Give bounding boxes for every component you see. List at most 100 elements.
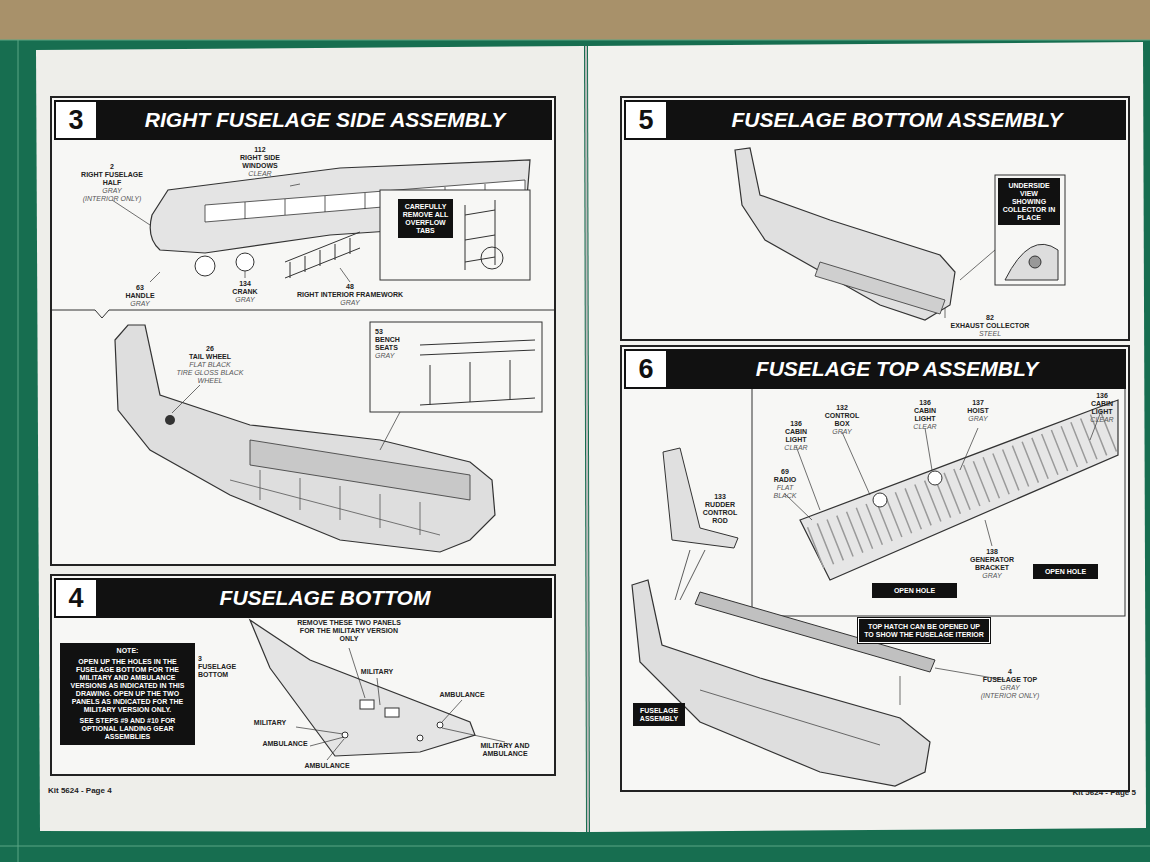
step-header: 5FUSELAGE BOTTOM ASSEMBLY — [624, 100, 1126, 140]
left-page — [36, 46, 586, 832]
callout-number: 136 — [903, 399, 948, 407]
callout-number: 53 — [375, 328, 415, 336]
underside-view — [1005, 244, 1058, 280]
note-text: OPEN HOLE — [1037, 568, 1094, 576]
paint-color: CLEAR — [903, 423, 948, 431]
part-callout: 63HANDLEGRAY — [115, 284, 165, 308]
part-callout: 136CABIN LIGHTCLEAR — [1082, 392, 1122, 424]
callout-number: 137 — [958, 399, 998, 407]
part-name: EXHAUST COLLECTOR — [945, 322, 1035, 330]
panel-hole — [360, 700, 374, 709]
note-text: OPEN HOLE — [876, 587, 953, 595]
paint-color: (INTERIOR ONLY) — [77, 195, 147, 203]
part-callout: REMOVE THESE TWO PANELS FOR THE MILITARY… — [294, 619, 404, 643]
paint-color: TIRE GLOSS BLACK — [175, 369, 245, 377]
paint-color: GRAY — [817, 428, 867, 436]
part-callout: 26TAIL WHEELFLAT BLACKTIRE GLOSS BLACKWH… — [175, 345, 245, 385]
note-text: OPEN UP THE HOLES IN THE FUSELAGE BOTTOM… — [64, 658, 191, 714]
note-text: UNDERSIDE VIEW SHOWING COLLECTOR IN PLAC… — [1002, 182, 1056, 222]
callout-number: 82 — [945, 314, 1035, 322]
paint-color: CLEAR — [776, 444, 816, 452]
callout-number: 133 — [698, 493, 743, 501]
right-page — [588, 42, 1146, 832]
part-name: CABIN LIGHT — [1082, 400, 1122, 416]
panel-ground — [620, 345, 1130, 792]
step-number: 4 — [54, 578, 98, 618]
step-panel: 5FUSELAGE BOTTOM ASSEMBLY UNDERSIDE VIEW … — [620, 96, 1130, 341]
interior-framework — [285, 232, 360, 278]
tail-detail — [663, 448, 738, 548]
callout-number: MILITARY — [347, 668, 407, 676]
paint-color: CLEAR — [1082, 416, 1122, 424]
note-box: NOTE:OPEN UP THE HOLES IN THE FUSELAGE B… — [60, 643, 195, 745]
leader-line — [700, 668, 1005, 745]
desk — [0, 0, 1150, 40]
part-name: CRANK — [225, 288, 265, 296]
window-row — [230, 470, 440, 535]
interior — [250, 440, 470, 500]
step-title: FUSELAGE BOTTOM ASSEMBLY — [668, 100, 1126, 140]
part-callout: 136CABIN LIGHTCLEAR — [776, 420, 816, 452]
part-name: CABIN LIGHT — [776, 428, 816, 444]
inset-frame — [465, 200, 495, 270]
paint-color: FLAT BLACK — [767, 484, 803, 500]
part-name: RIGHT SIDE WINDOWS — [230, 154, 290, 170]
callout-number: AMBULANCE — [432, 691, 492, 699]
part-name: TAIL WHEEL — [175, 353, 245, 361]
step-header: 4FUSELAGE BOTTOM — [54, 578, 552, 618]
paint-color: (INTERIOR ONLY) — [975, 692, 1045, 700]
paint-color: GRAY — [77, 187, 147, 195]
part-name: RIGHT INTERIOR FRAMEWORK — [290, 291, 410, 299]
detail-inset — [380, 190, 530, 280]
ribs — [815, 428, 1116, 548]
part-callout: 133RUDDER CONTROL ROD — [698, 493, 743, 525]
callout-number: 4 — [975, 668, 1045, 676]
panel-ground — [620, 96, 1130, 341]
part-callout: 136CABIN LIGHTCLEAR — [903, 399, 948, 431]
step-number: 3 — [54, 100, 98, 140]
part-name: RUDDER CONTROL ROD — [698, 501, 743, 525]
panel-ground — [50, 96, 556, 566]
part-callout: 4FUSELAGE TOPGRAY(INTERIOR ONLY) — [975, 668, 1045, 700]
paint-color: GRAY — [965, 572, 1020, 580]
detail-inset — [995, 175, 1065, 285]
fuselage — [632, 580, 930, 786]
note-text: SEE STEPS #9 AND #10 FOR OPTIONAL LANDIN… — [64, 717, 191, 741]
note-text: FUSELAGE ASSEMBLY — [637, 707, 681, 723]
note-text: TOP HATCH CAN BE OPENED UP TO SHOW THE F… — [863, 623, 985, 639]
part-name: FUSELAGE TOP — [975, 676, 1045, 684]
callout-number: 69 — [767, 468, 803, 476]
tail-wheel — [165, 415, 175, 425]
part-name: RIGHT FUSELAGE HALF — [77, 171, 147, 187]
step-number: 6 — [624, 349, 668, 389]
callout-number: REMOVE THESE TWO PANELS FOR THE MILITARY… — [294, 619, 404, 643]
part-callout: 3FUSELAGE BOTTOM — [198, 655, 253, 679]
page-footer: Kit 5624 - Page 4 — [48, 786, 168, 795]
step-title: RIGHT FUSELAGE SIDE ASSEMBLY — [98, 100, 552, 140]
part-name: RADIO — [767, 476, 803, 484]
note-box: CAREFULLY REMOVE ALL OVERFLOW TABS — [398, 199, 453, 238]
bench-seats — [420, 340, 535, 405]
step-panel: 3RIGHT FUSELAGE SIDE ASSEMBLY CAREFULLY R… — [50, 96, 556, 566]
detail-circle — [481, 247, 503, 269]
paint-color: STEEL — [945, 330, 1035, 338]
part-name: GENERATOR BRACKET — [965, 556, 1020, 572]
step-title: FUSELAGE BOTTOM — [98, 578, 552, 618]
panel-ground — [50, 574, 556, 776]
part-name: FUSELAGE BOTTOM — [198, 663, 253, 679]
part-callout: AMBULANCE — [258, 740, 313, 748]
part-callout: 69RADIOFLAT BLACK — [767, 468, 803, 500]
leader-line — [945, 250, 995, 318]
step-title: FUSELAGE TOP ASSEMBLY — [668, 349, 1126, 389]
part-callout: MILITARY — [245, 719, 295, 727]
paint-color: GRAY — [975, 684, 1045, 692]
hole — [417, 735, 423, 741]
callout-number: 63 — [115, 284, 165, 292]
paint-color: GRAY — [290, 299, 410, 307]
callout-number: AMBULANCE — [258, 740, 313, 748]
part-callout: 137HOISTGRAY — [958, 399, 998, 423]
part-callout: Kit 5624 - Page 4 — [48, 786, 168, 795]
detail-inset — [752, 388, 1125, 616]
mat-grid — [0, 40, 1150, 862]
callout-number: MILITARY AND AMBULANCE — [478, 742, 533, 758]
